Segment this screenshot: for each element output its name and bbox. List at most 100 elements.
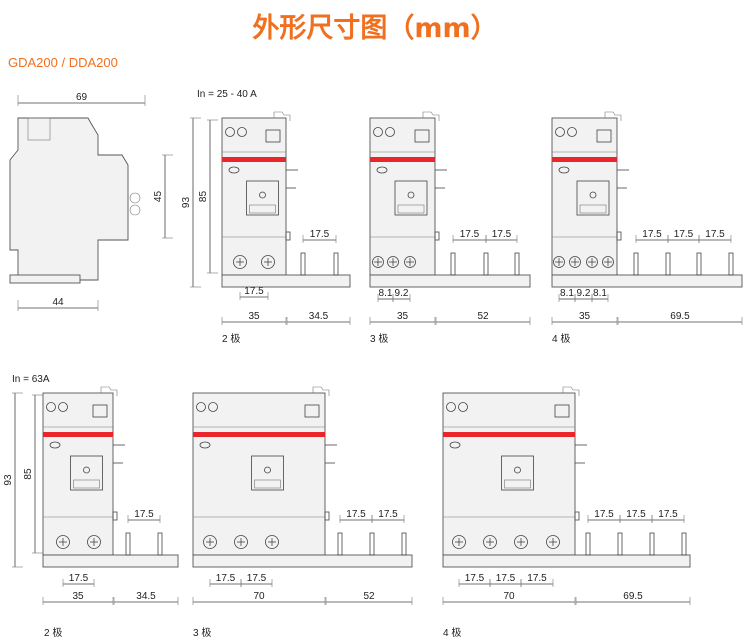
dim-pin-pitch: 17.5	[674, 229, 694, 240]
busbar-pin	[649, 532, 655, 556]
device-body	[192, 392, 326, 556]
terminal-screw-icon	[265, 535, 279, 549]
dim-body-width: 70	[503, 591, 515, 602]
indicator-icon	[208, 402, 218, 412]
dim-terminal-pitch: 9.2	[577, 288, 591, 299]
window	[596, 129, 612, 143]
device-body	[442, 392, 576, 556]
busbar	[221, 274, 351, 288]
dim-pin-pitch: 17.5	[134, 509, 154, 520]
handle-lever	[254, 479, 281, 489]
handle-pivot	[83, 466, 90, 474]
busbar-pin	[401, 532, 407, 556]
busbar-pin	[300, 252, 306, 276]
busbar-pin	[450, 252, 456, 276]
dim-terminal-pitch: 17.5	[247, 573, 267, 584]
busbar-pin	[681, 532, 687, 556]
test-button-icon	[449, 441, 461, 449]
din-clip	[312, 386, 330, 396]
aux-terminal	[434, 231, 440, 241]
toggle-handle	[70, 455, 103, 491]
terminal-screw-icon	[602, 256, 614, 268]
dim-body-width: 35	[397, 311, 409, 322]
red-band	[370, 157, 435, 162]
busbar-pin	[369, 532, 375, 556]
busbar-pin	[157, 532, 163, 556]
dim-side-depth: 44	[52, 297, 64, 308]
dim-terminal-pitch: 8.1	[379, 288, 393, 299]
terminal-screw-icon	[514, 535, 528, 549]
terminal-screw-icon	[569, 256, 581, 268]
device-body	[221, 117, 287, 276]
handle-pivot	[407, 191, 415, 199]
dim-pin-pitch: 17.5	[492, 229, 512, 240]
toggle-handle	[501, 455, 534, 491]
device-body	[551, 117, 618, 276]
dim-pin-pitch: 17.5	[594, 509, 614, 520]
dim-terminal-pitch: 17.5	[69, 573, 89, 584]
red-band	[443, 432, 575, 437]
dim-height-inner: 85	[198, 191, 209, 203]
dim-pin-pitch: 17.5	[658, 509, 678, 520]
indicator-icon	[373, 127, 383, 137]
busbar	[42, 554, 179, 568]
handle-pivot	[264, 466, 271, 474]
dim-pin-pitch: 17.5	[310, 229, 330, 240]
dim-pin-pitch: 17.5	[626, 509, 646, 520]
window	[92, 404, 108, 418]
pole-label: 2 极	[44, 626, 62, 639]
handle-lever	[579, 204, 607, 214]
model-label: GDA200 / DDA200	[8, 55, 118, 70]
current-label-bottom: In = 63A	[12, 374, 50, 385]
side-body	[9, 117, 129, 281]
terminal-screw-icon	[261, 255, 275, 269]
dim-body-width: 70	[253, 591, 265, 602]
pole-label: 4 极	[552, 332, 570, 345]
dim-extension: 69.5	[670, 311, 690, 322]
dim-height-inner: 85	[23, 468, 34, 480]
indicator-icon	[555, 127, 565, 137]
busbar-pin	[125, 532, 131, 556]
busbar-pin	[617, 532, 623, 556]
terminal-screw-icon	[56, 535, 70, 549]
handle-pivot	[514, 466, 521, 474]
handle-pivot	[259, 191, 266, 199]
handle-pivot	[589, 191, 597, 199]
dim-extension: 52	[363, 591, 375, 602]
side-clip	[27, 117, 51, 141]
pole-label: 3 极	[370, 332, 388, 345]
window	[304, 404, 320, 418]
toggle-handle	[251, 455, 284, 491]
dim-pin-pitch: 17.5	[642, 229, 662, 240]
aux-terminal	[285, 231, 291, 241]
dim-extension: 34.5	[309, 311, 329, 322]
busbar-pin	[333, 252, 339, 276]
toggle-handle	[576, 180, 610, 216]
window	[554, 404, 570, 418]
side-terminal	[129, 192, 141, 204]
busbar	[192, 554, 413, 568]
indicator-icon	[237, 127, 247, 137]
test-button-icon	[49, 441, 61, 449]
terminal-screw-icon	[387, 256, 399, 268]
dim-terminal-pitch: 17.5	[465, 573, 485, 584]
indicator-icon	[58, 402, 68, 412]
indicator-icon	[567, 127, 577, 137]
test-button-icon	[228, 166, 240, 174]
din-clip	[100, 386, 118, 396]
test-button-icon	[199, 441, 211, 449]
dim-side-height: 45	[153, 191, 164, 203]
red-band	[552, 157, 617, 162]
red-band	[43, 432, 113, 437]
red-band	[193, 432, 325, 437]
side-rail	[9, 274, 81, 284]
dim-pin-pitch: 17.5	[460, 229, 480, 240]
indicator-icon	[385, 127, 395, 137]
dim-pin-pitch: 17.5	[378, 509, 398, 520]
